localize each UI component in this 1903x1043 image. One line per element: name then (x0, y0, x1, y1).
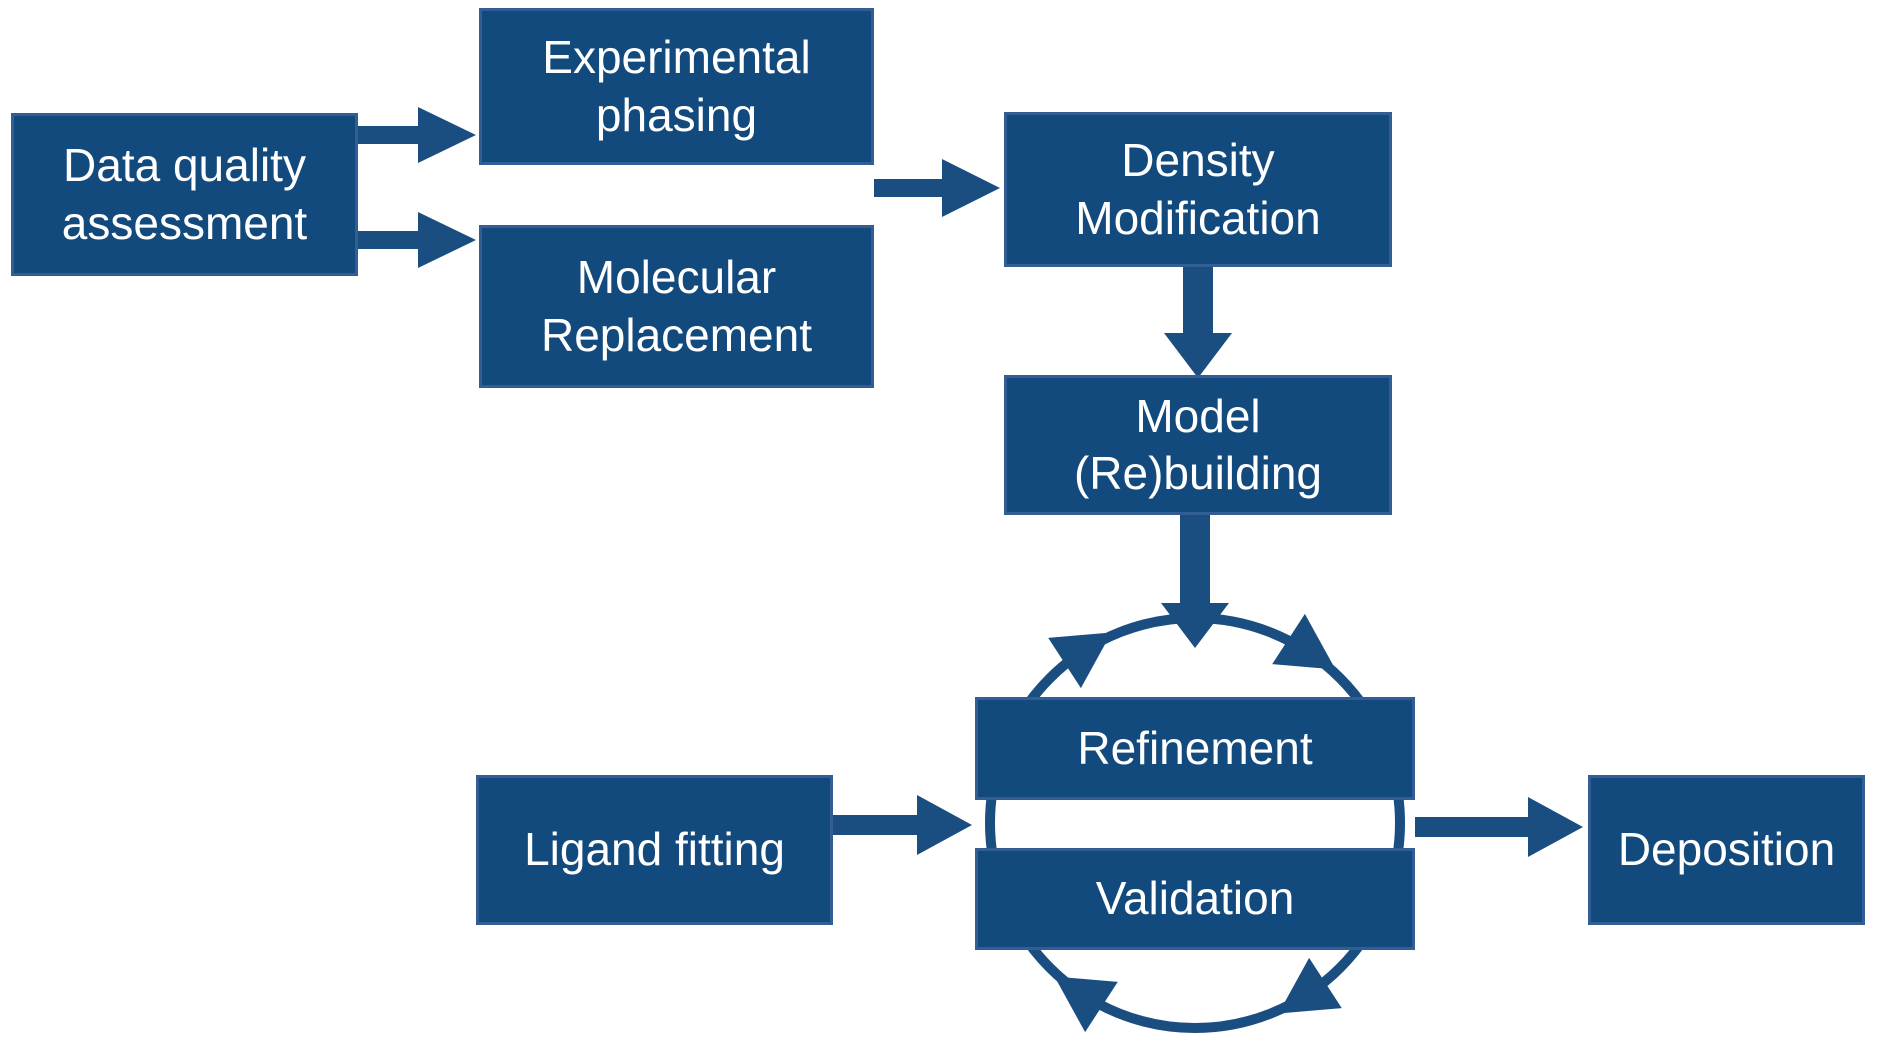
node-data-quality-assessment: Data quality assessment (11, 113, 358, 276)
cycle-arrowhead-bottom-left (1054, 976, 1118, 1033)
node-ligand-fitting: Ligand fitting (476, 775, 833, 925)
cycle-arrowhead-top-left (1048, 632, 1112, 689)
node-validation: Validation (975, 848, 1415, 950)
arrow-cycle-to-deposition (1415, 797, 1583, 857)
arrow-modelrebuilding-to-cycle (1161, 515, 1229, 648)
node-experimental-phasing: Experimental phasing (479, 8, 874, 165)
node-refinement: Refinement (975, 697, 1415, 800)
node-model-rebuilding: Model (Re)building (1004, 375, 1392, 515)
refinement-validation-cycle-ring (985, 613, 1405, 1033)
arrow-densitymodification-to-modelrebuilding (1164, 267, 1232, 378)
cycle-arrowhead-bottom-right (1278, 957, 1342, 1014)
cycle-arrowhead-top-right (1272, 613, 1336, 670)
arrow-ligandfitting-to-cycle (833, 795, 972, 855)
arrow-phasing-to-densitymodification (874, 159, 1000, 217)
arrow-dataquality-to-molecularreplacement (358, 212, 476, 268)
node-density-modification: Density Modification (1004, 112, 1392, 267)
node-molecular-replacement: Molecular Replacement (479, 225, 874, 388)
node-deposition: Deposition (1588, 775, 1865, 925)
arrow-dataquality-to-experimentalphasing (358, 107, 476, 163)
